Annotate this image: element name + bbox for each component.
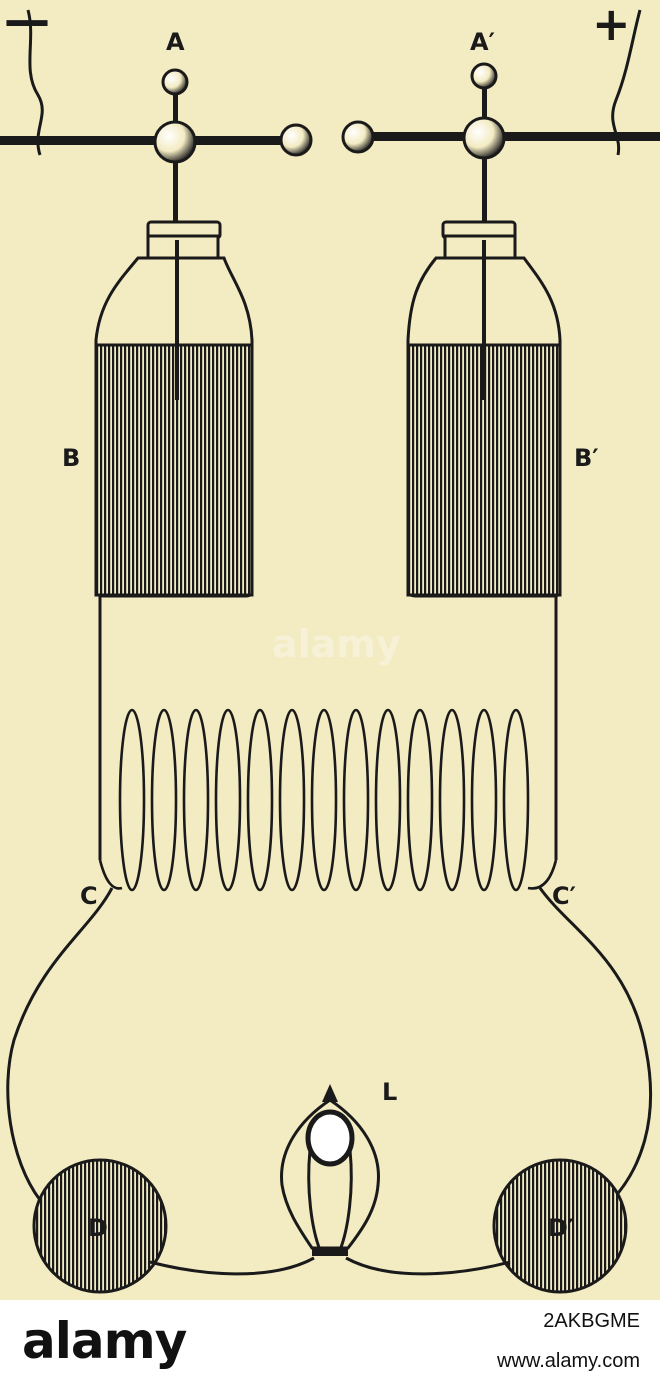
right-discharger-rod (341, 120, 660, 154)
brand-logo: alamy (22, 1312, 187, 1370)
label-l: L (382, 1078, 397, 1106)
left-discharger-rod (0, 123, 313, 157)
label-d-prime: D′ (548, 1214, 574, 1242)
label-b-prime: B′ (574, 444, 599, 472)
minus-label: — (4, 0, 50, 47)
lamp-lead-left (149, 1256, 315, 1276)
leyden-jar-b-prime (406, 220, 562, 598)
terminal-a (153, 68, 197, 230)
site-url: www.alamy.com (497, 1350, 640, 1372)
terminal-a-prime (462, 62, 506, 228)
disc-d-prime (492, 1158, 628, 1294)
negative-wire (26, 9, 44, 156)
label-a-prime: A′ (470, 28, 495, 56)
label-c: C (80, 882, 98, 910)
label-c-prime: C′ (552, 882, 576, 910)
left-circuit-wire (6, 887, 114, 1201)
lamp-lead-right (345, 1256, 511, 1276)
label-b: B (62, 444, 80, 472)
image-id: 2AKBGME (543, 1310, 640, 1332)
vacuum-lamp-l (280, 1084, 380, 1256)
watermark-text: alamy (272, 622, 401, 666)
label-a: A (166, 28, 185, 56)
disc-d (32, 1158, 168, 1294)
label-d: D (88, 1214, 108, 1242)
stock-footer: alamy 2AKBGME www.alamy.com (0, 1300, 660, 1390)
plus-label: + (592, 0, 631, 51)
right-circuit-wire (538, 887, 653, 1202)
apparatus-diagram: — + A A′ B B′ C C′ D D′ L alamy (0, 0, 660, 1294)
leyden-jar-b (94, 220, 254, 598)
induction-coil (98, 708, 558, 892)
